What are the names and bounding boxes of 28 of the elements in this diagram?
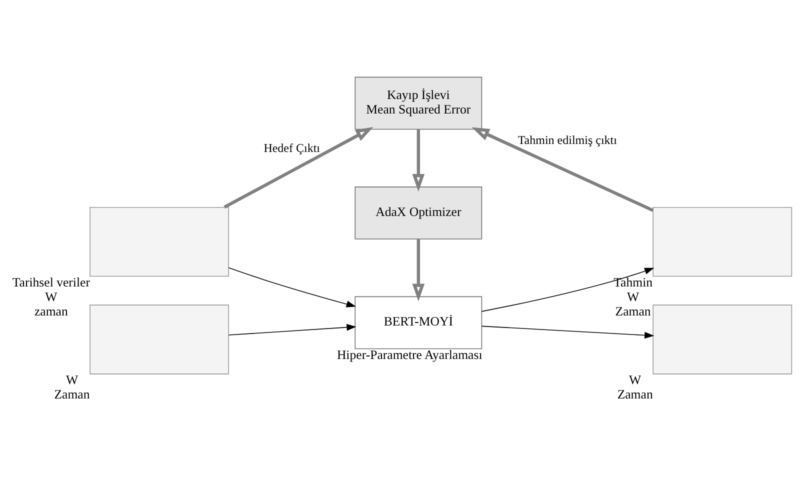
node-label: W <box>627 289 640 304</box>
node-label: Hiper-Parametre Ayarlaması <box>336 347 482 362</box>
edge-label: Hedef Çıktı <box>264 140 320 155</box>
node-label: zaman <box>34 304 68 318</box>
arrow <box>412 128 425 192</box>
node-box: Kayıp İşlevi Mean Squared Error <box>354 76 482 130</box>
edge-label: Tahmin edilmiş çıktı <box>518 132 617 147</box>
arrow <box>228 323 356 335</box>
node-box: BERT-MOYİ <box>354 296 482 349</box>
node-box <box>652 206 792 276</box>
node-box: AdaX Optimizer <box>354 186 482 239</box>
arrow <box>412 238 425 301</box>
node-box <box>652 304 792 374</box>
node-box <box>90 206 229 276</box>
node-label: W <box>45 289 58 304</box>
node-label: Zaman <box>617 387 653 402</box>
node-label: Tahmin <box>614 274 653 289</box>
arrow <box>228 266 356 307</box>
node-label: Zaman <box>615 304 651 318</box>
node-box <box>90 304 229 374</box>
node-label: Tarihsel veriler <box>12 274 90 289</box>
arrow <box>481 267 654 312</box>
node-label: Zaman <box>54 387 90 402</box>
arrow <box>224 126 374 208</box>
arrow <box>472 126 654 212</box>
node-label: W <box>66 372 78 387</box>
node-label: W <box>629 372 642 387</box>
arrow <box>481 325 654 338</box>
